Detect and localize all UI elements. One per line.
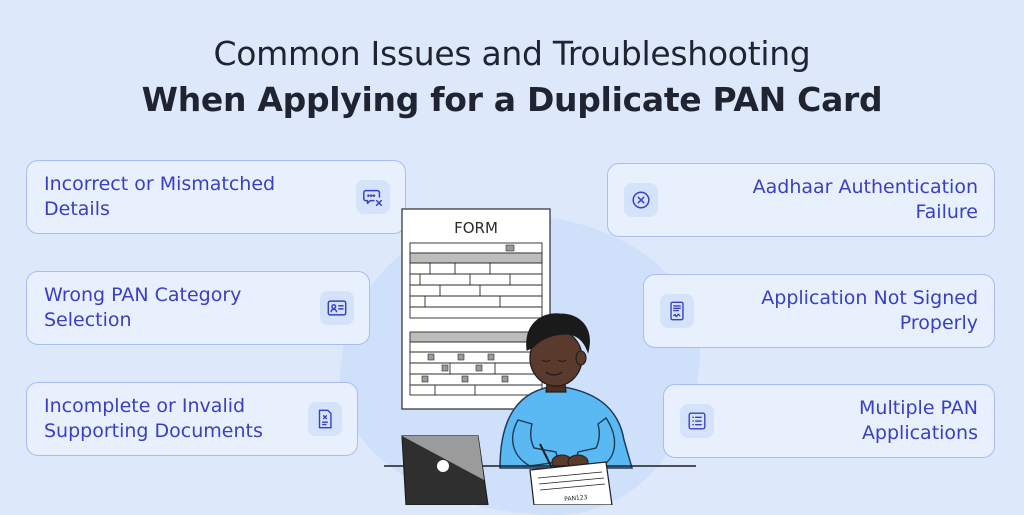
circle-x-icon (624, 183, 658, 217)
signed-document-icon (660, 294, 694, 328)
form-heading: FORM (454, 219, 498, 237)
chat-error-icon (356, 180, 390, 214)
person (499, 313, 633, 470)
apple-logo-icon (437, 460, 449, 472)
id-card-icon (320, 291, 354, 325)
title-line-1: Common Issues and Troubleshooting (213, 34, 811, 73)
desk-paper-label: PAN123 (564, 494, 588, 503)
list-icon (680, 404, 714, 438)
desk-paper: PAN123 (529, 461, 613, 505)
document-x-icon (308, 402, 342, 436)
person-filling-form-illustration: FORM (384, 208, 696, 505)
laptop (401, 435, 489, 505)
title-line-2: When Applying for a Duplicate PAN Card (141, 80, 883, 119)
form-sheet: FORM (401, 208, 551, 410)
